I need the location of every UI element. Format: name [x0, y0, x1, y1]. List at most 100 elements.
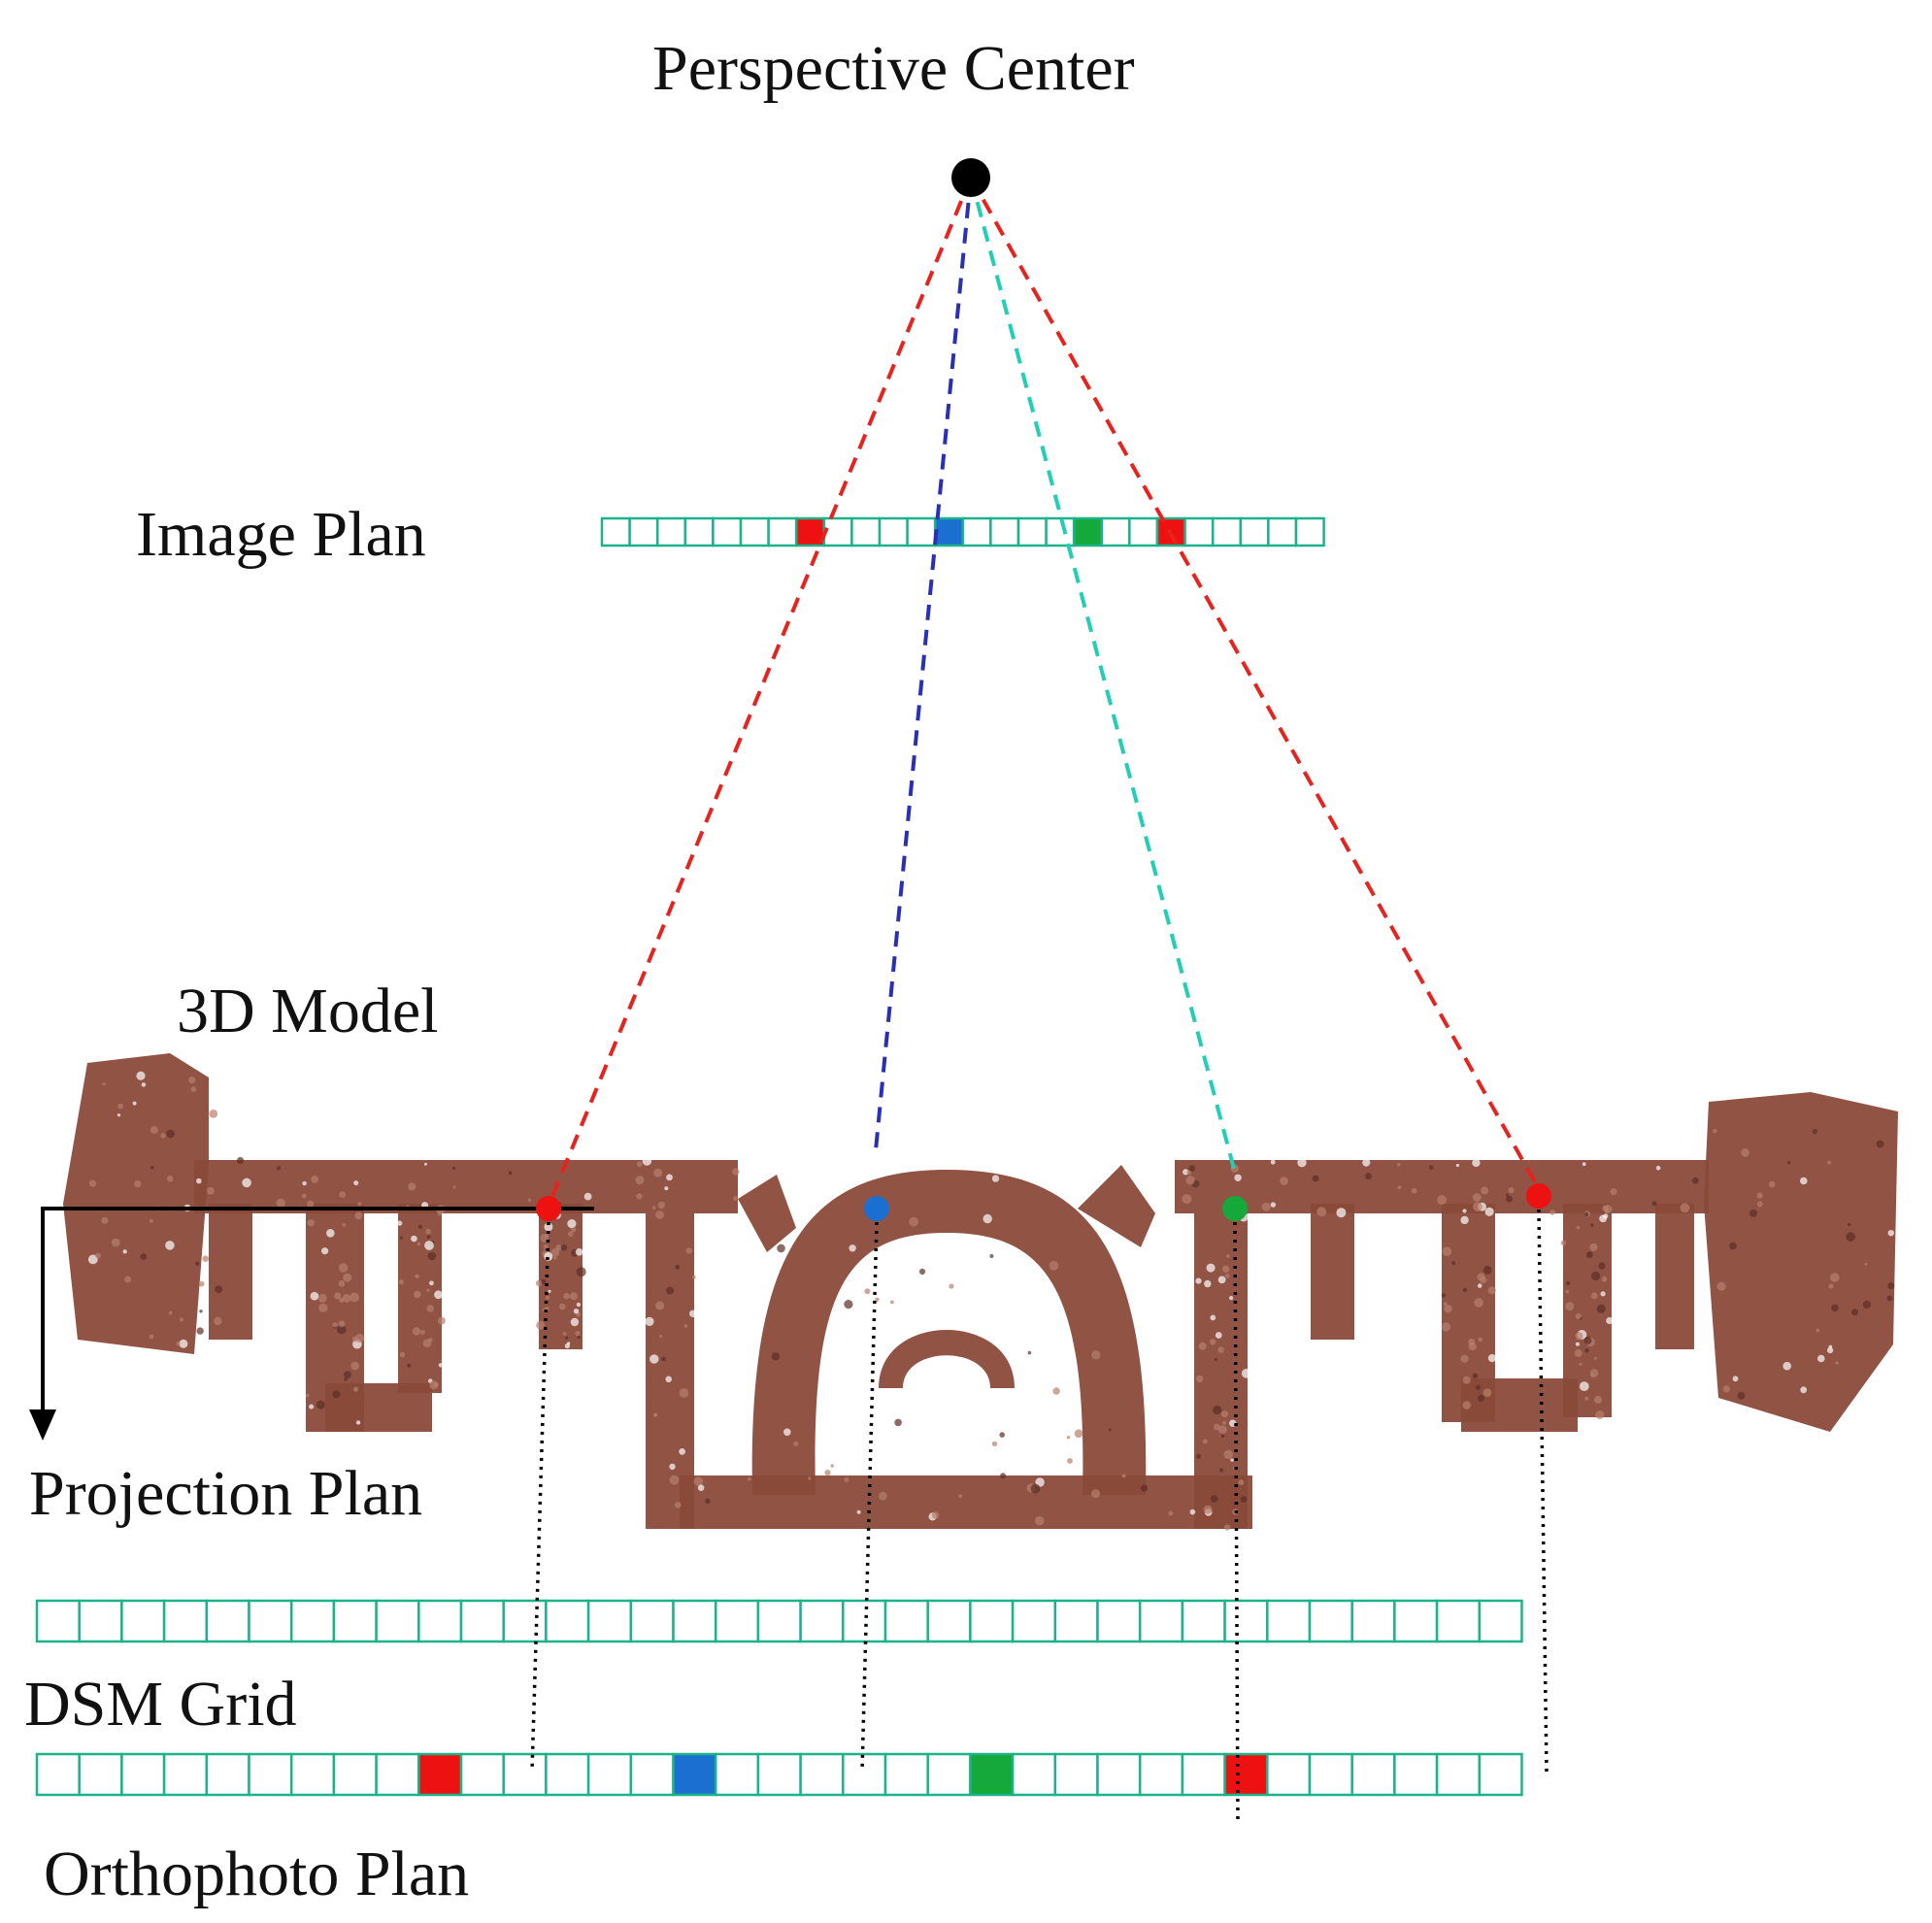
model-speckle [808, 1476, 812, 1480]
model-speckle [685, 1247, 692, 1254]
dsm-cell [162, 1599, 209, 1643]
model-speckle [1411, 1187, 1417, 1194]
model-speckle [1590, 1223, 1594, 1227]
model-speckle [302, 1180, 307, 1186]
model-speckle [1487, 1354, 1496, 1363]
orthophoto-cell [78, 1752, 123, 1797]
orthophoto-cell [332, 1752, 378, 1797]
model-speckle [635, 1176, 645, 1185]
model-speckle [1067, 1458, 1073, 1464]
model-speckle [674, 1502, 682, 1509]
model-speckle [1575, 1342, 1580, 1346]
dsm-cell [1096, 1599, 1142, 1643]
model-speckle [1198, 1342, 1207, 1350]
model-speckle [1196, 1453, 1201, 1459]
drop-line-red-right [1537, 1209, 1549, 1773]
model-speckle [1589, 1369, 1599, 1377]
model-speckle [570, 1317, 580, 1327]
orthophoto-cell [205, 1752, 250, 1797]
dsm-cell [120, 1599, 166, 1643]
model-speckle [1579, 1362, 1582, 1366]
model-point-teal [1222, 1196, 1248, 1221]
model-speckle [411, 1235, 417, 1243]
model-speckle [1052, 1387, 1060, 1395]
model-speckle [1477, 1283, 1482, 1288]
model-speckle [1365, 1173, 1372, 1180]
orthophoto-plan-label: Orthophoto Plan [44, 1839, 469, 1909]
model-point-red-left [536, 1196, 561, 1221]
model-speckle [316, 1400, 325, 1409]
model-speckle [655, 1301, 665, 1310]
model-speckle [991, 1175, 1000, 1182]
image-plan-cell [1045, 516, 1076, 547]
model-speckle [1812, 1129, 1817, 1135]
model-speckle [1487, 1286, 1496, 1295]
model-speckle [1189, 1509, 1196, 1515]
model-speckle [1451, 1261, 1456, 1266]
model-speckle [1229, 1296, 1234, 1301]
model-speckle [508, 1171, 513, 1175]
model-speckle [1108, 1428, 1112, 1432]
model-speckle [1210, 1495, 1218, 1503]
model-speckle [149, 1334, 154, 1340]
model-speckle [1756, 1201, 1763, 1208]
model-speckle [1596, 1304, 1606, 1313]
model-speckle [416, 1242, 421, 1246]
model-speckle [425, 1228, 431, 1235]
model-speckle [666, 1174, 673, 1181]
model-speckle [306, 1200, 315, 1209]
model-speckle [1851, 1309, 1858, 1316]
model-speckle [408, 1182, 416, 1191]
model-speckle [1655, 1165, 1661, 1171]
model-speckle [576, 1267, 586, 1277]
model-speckle [991, 1441, 998, 1447]
model-part [879, 1330, 1015, 1388]
dsm-cell [1308, 1599, 1353, 1643]
model-speckle [1437, 1195, 1447, 1205]
model-speckle [1186, 1170, 1192, 1176]
model-speckle [427, 1251, 437, 1261]
model-speckle [1610, 1188, 1617, 1196]
model-speckle [1206, 1263, 1216, 1273]
dsm-cell [672, 1599, 717, 1643]
model-speckle [452, 1166, 456, 1170]
image-plan-cell [600, 516, 631, 547]
model-speckle [1336, 1208, 1347, 1218]
model-speckle [101, 1216, 109, 1224]
model-speckle [1589, 1243, 1598, 1251]
image-plan-cell [794, 516, 826, 547]
model-speckle [1241, 1369, 1251, 1378]
model-speckle [653, 1412, 658, 1417]
model-speckle [1482, 1266, 1492, 1275]
model-speckle [1202, 1439, 1208, 1444]
model-speckle [1830, 1273, 1840, 1282]
model-speckle [1887, 1230, 1895, 1237]
model-speckle [209, 1110, 218, 1118]
model-speckle [675, 1264, 681, 1270]
model-speckle [1074, 1429, 1083, 1439]
model-speckle [1316, 1207, 1327, 1217]
orthogonal-drop-lines [530, 1209, 1549, 1826]
image-plan-cell [739, 516, 770, 547]
model-speckle [1827, 1347, 1834, 1354]
model-speckle [793, 1441, 799, 1446]
dsm-cell [586, 1599, 633, 1643]
model-speckle [535, 1279, 543, 1287]
model-speckle [844, 1300, 853, 1310]
image-plan-cell [878, 516, 909, 547]
model-speckle [276, 1166, 282, 1171]
model-speckle [310, 1291, 319, 1301]
orthophoto-cell [1266, 1752, 1312, 1797]
model-speckle [350, 1292, 360, 1303]
dsm-cell [1393, 1599, 1439, 1643]
model-speckle [783, 1428, 791, 1437]
model-speckle [1478, 1395, 1484, 1402]
model-speckle [215, 1285, 223, 1294]
model-speckle [1362, 1158, 1371, 1167]
model-speckle [636, 1193, 643, 1200]
model-speckle [1585, 1251, 1593, 1258]
model-speckle [909, 1216, 918, 1227]
image-plan-cell [1211, 516, 1243, 547]
model-speckle [198, 1280, 205, 1287]
model-speckle [560, 1244, 568, 1251]
